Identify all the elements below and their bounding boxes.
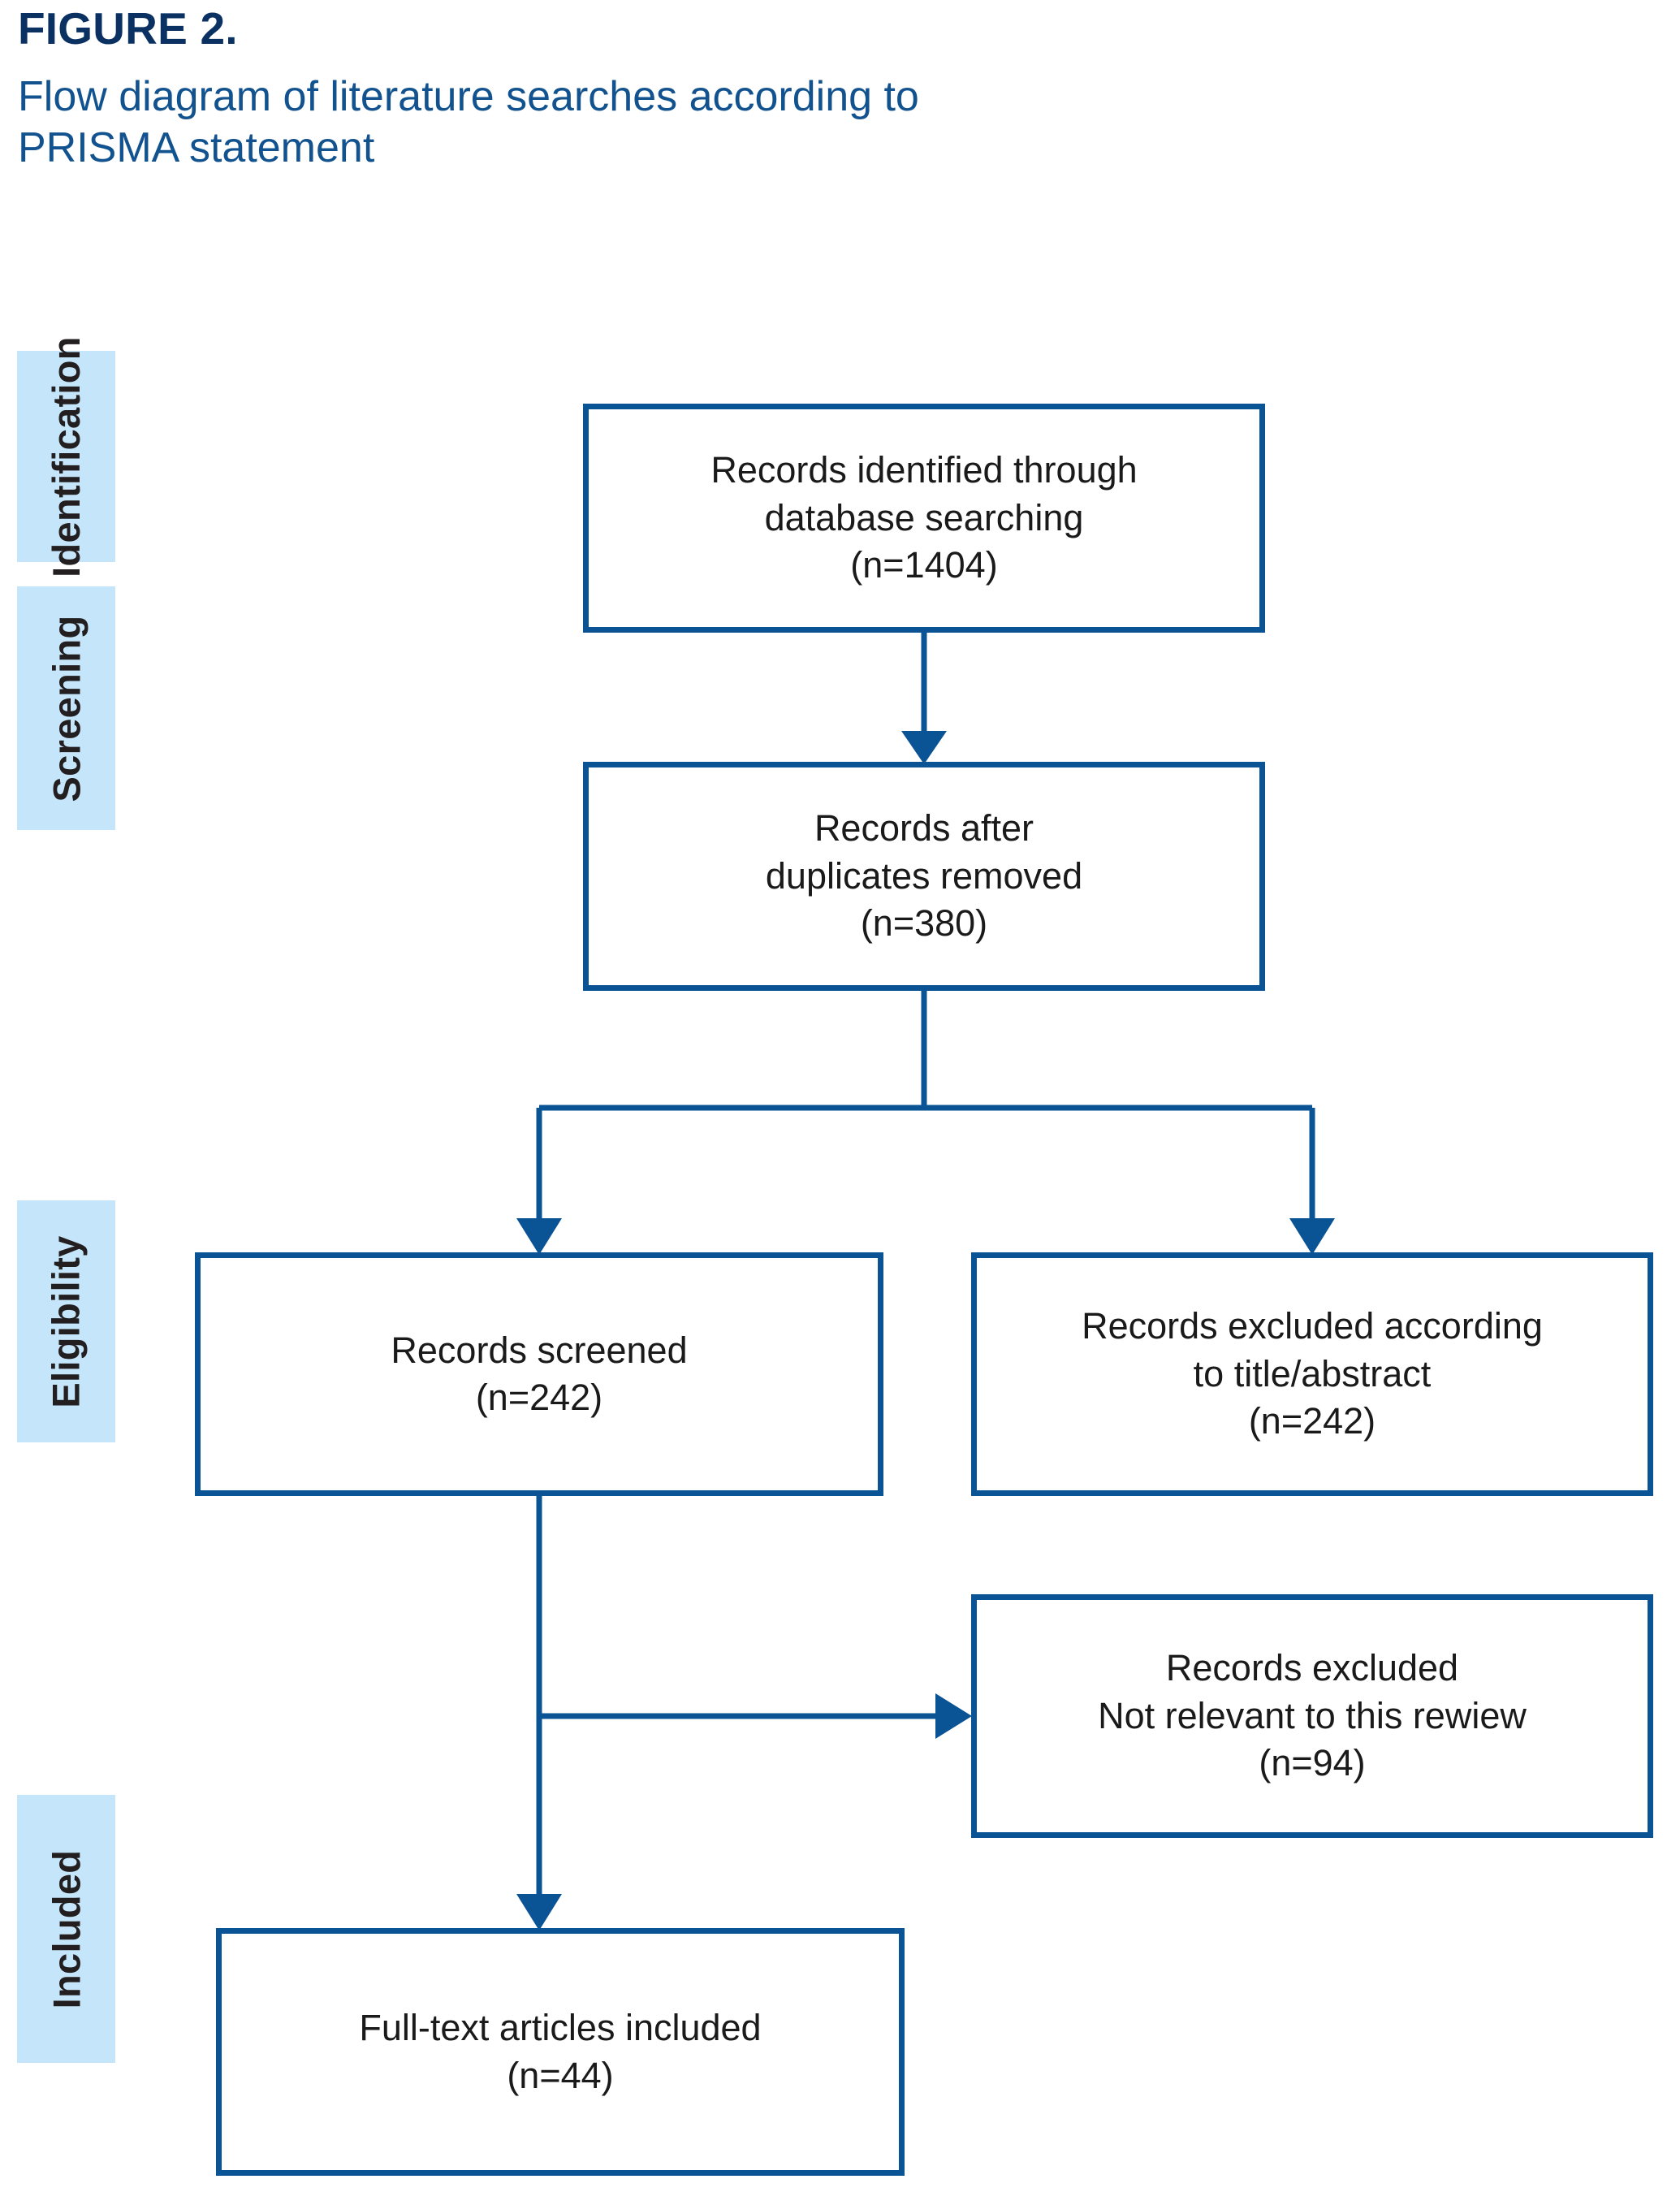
figure-header: FIGURE 2. Flow diagram of literature sea… [18, 3, 1561, 173]
flow-box-text-fulltext-articles-included: Full-text articles included (n=44) [359, 2007, 762, 2096]
arrowhead-screened-to-fulltext [516, 1894, 562, 1930]
stage-band-eligibility: Eligibility [17, 1200, 115, 1442]
flow-box-text-records-excluded-not-relevant: Records excluded Not relevant to this re… [1098, 1647, 1527, 1784]
figure-title: Flow diagram of literature searches acco… [18, 73, 919, 171]
flow-box-records-excluded-title-abstract: Records excluded according to title/abst… [971, 1252, 1653, 1496]
flow-box-text-records-after-duplicates-removed: Records after duplicates removed (n=380) [765, 807, 1083, 945]
flow-box-text-records-screened: Records screened (n=242) [391, 1329, 688, 1419]
flow-box-records-excluded-not-relevant: Records excluded Not relevant to this re… [971, 1594, 1653, 1838]
flow-box-fulltext-articles-included: Full-text articles included (n=44) [216, 1928, 905, 2176]
arrowhead-screened-to-excluded-not-relevant [935, 1693, 972, 1739]
arrowhead-split-to-excluded-title-abstract [1289, 1218, 1335, 1255]
stage-band-included: Included [17, 1795, 115, 2063]
flow-box-records-screened: Records screened (n=242) [195, 1252, 883, 1496]
arrowhead-split-to-screened [516, 1218, 562, 1255]
stage-band-screening: Screening [17, 586, 115, 830]
flow-box-records-after-duplicates-removed: Records after duplicates removed (n=380) [583, 762, 1265, 991]
stage-band-identification: Identification [17, 336, 115, 577]
arrowhead-identified-to-duplicates [901, 731, 947, 764]
flow-box-records-identified: Records identified through database sear… [583, 404, 1265, 633]
flow-box-text-records-excluded-title-abstract: Records excluded according to title/abst… [1082, 1305, 1543, 1442]
flow-box-text-records-identified: Records identified through database sear… [710, 449, 1138, 586]
figure-number: FIGURE 2. [18, 3, 238, 54]
